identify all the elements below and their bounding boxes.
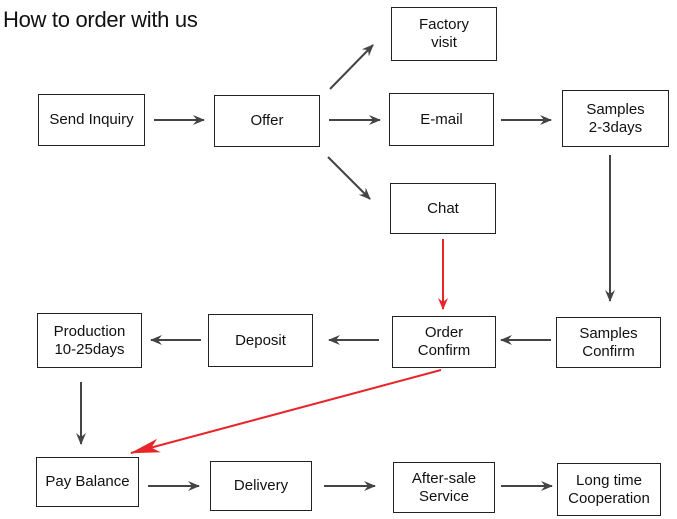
step-offer: Offer <box>214 95 320 147</box>
step-order-confirm: Order Confirm <box>392 316 496 368</box>
step-email: E-mail <box>389 93 494 146</box>
step-after-sale: After-sale Service <box>393 462 495 513</box>
step-long-time-cooperation: Long time Cooperation <box>557 463 661 516</box>
step-samples: Samples 2-3days <box>562 90 669 147</box>
step-deposit: Deposit <box>208 314 313 367</box>
arrow-offer-to-chat <box>327 156 371 200</box>
arrow-offer-to-factory-visit <box>329 44 374 90</box>
step-chat: Chat <box>390 183 496 234</box>
step-pay-balance: Pay Balance <box>36 457 139 507</box>
page-title: How to order with us <box>3 7 198 32</box>
step-production: Production 10-25days <box>37 313 142 368</box>
step-factory-visit: Factory visit <box>391 7 497 61</box>
step-send-inquiry: Send Inquiry <box>38 94 145 146</box>
step-delivery: Delivery <box>210 461 312 511</box>
arrow-order-confirm-to-pay-balance <box>130 369 442 454</box>
step-samples-confirm: Samples Confirm <box>556 317 661 368</box>
